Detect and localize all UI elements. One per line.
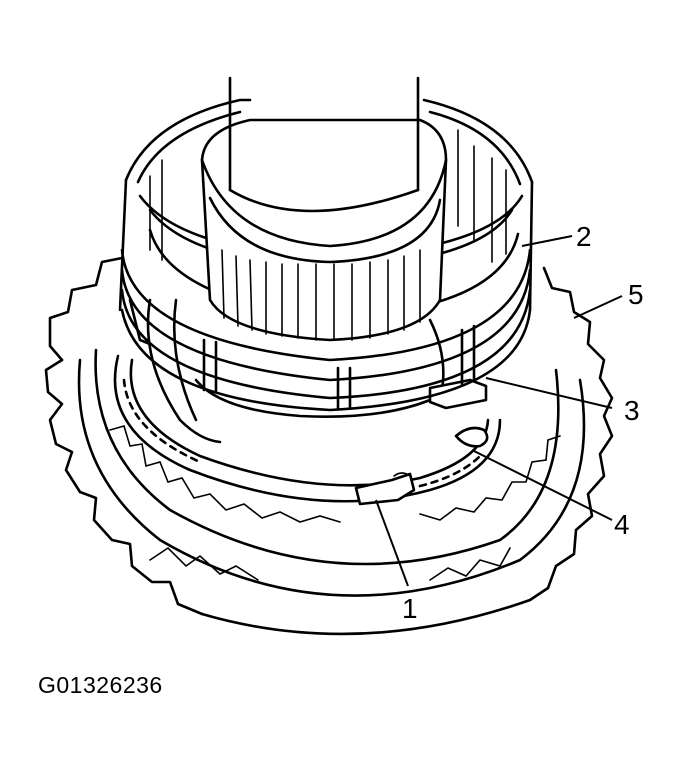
leader-4	[471, 449, 613, 521]
figure-code: G01326236	[38, 672, 163, 698]
callout-2: 2	[576, 221, 592, 252]
leader-3	[485, 377, 613, 409]
outer-gear-ring	[44, 256, 614, 636]
leader-lines	[375, 235, 623, 587]
snap-ring	[113, 354, 502, 503]
callout-1: 1	[402, 593, 418, 624]
inner-drum	[146, 298, 488, 444]
callout-5: 5	[628, 279, 644, 310]
leader-2	[521, 235, 573, 247]
splined-shaft	[200, 76, 448, 342]
leader-1	[375, 499, 409, 587]
retainer-tab	[354, 472, 416, 506]
callout-3: 3	[624, 395, 640, 426]
leader-5	[573, 295, 623, 319]
clutch-basket	[118, 98, 534, 412]
callout-4: 4	[614, 509, 630, 540]
